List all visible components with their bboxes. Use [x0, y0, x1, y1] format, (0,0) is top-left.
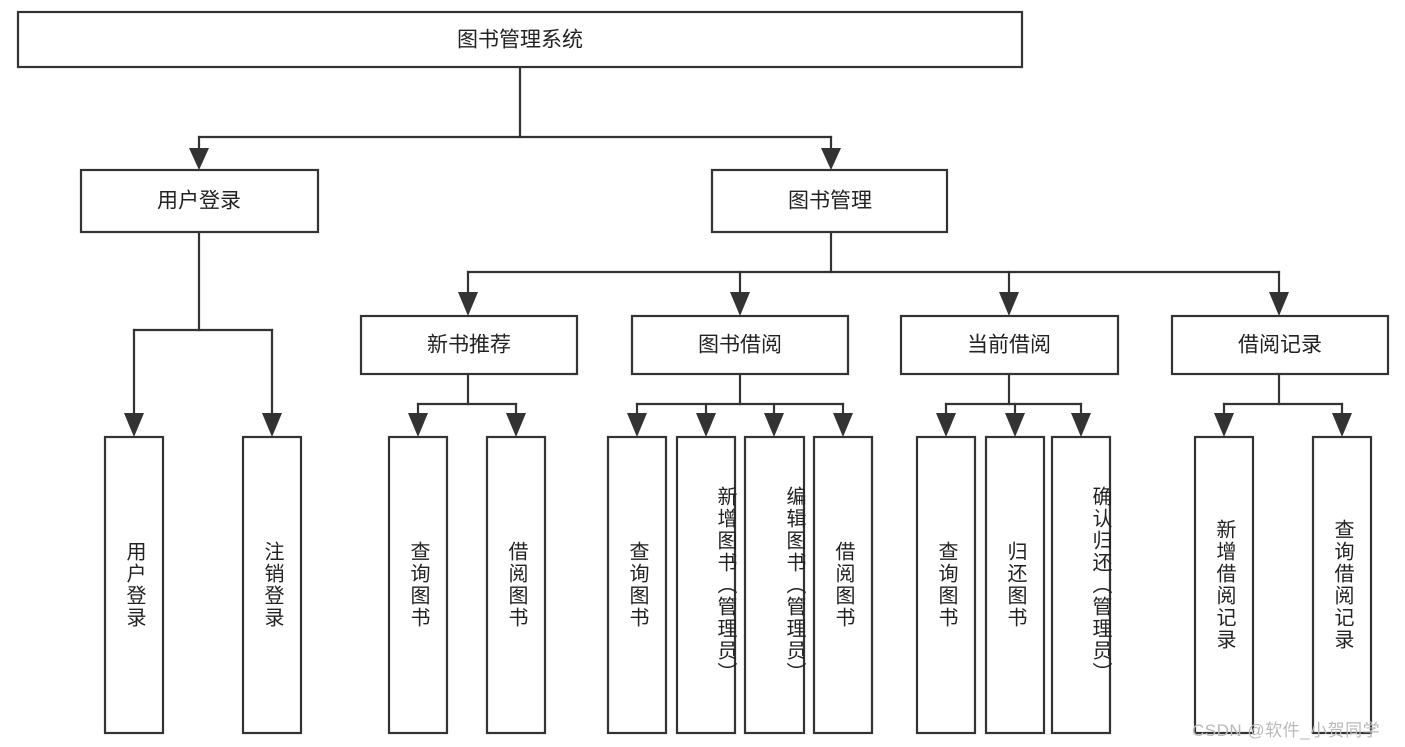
leaf-query-book-current-rect[interactable]: [915, 435, 977, 735]
leaf-borrow-book-rect[interactable]: [812, 435, 874, 735]
node-root-label: 图书管理系统: [457, 29, 583, 52]
node-user-login[interactable]: 用户登录: [79, 168, 320, 234]
leaf-query-book-recommend-rect[interactable]: [387, 435, 449, 735]
node-root[interactable]: 图书管理系统: [16, 10, 1024, 69]
node-book-management-label: 图书管理: [788, 190, 872, 213]
arrowhead-book-management: [821, 148, 841, 170]
node-new-book-recommend-rect[interactable]: [359, 314, 579, 376]
arrowhead-new-book-recommend: [458, 292, 478, 316]
node-borrow-record[interactable]: 借阅记录: [1170, 314, 1390, 376]
arrowhead-leaf-add-book: [696, 413, 716, 437]
connector-group-borrow-record: [1214, 372, 1352, 437]
arrowhead-leaf-return-book: [1005, 413, 1025, 437]
leaf-boxes: [103, 435, 1373, 735]
leaf-borrow-book-recommend-rect[interactable]: [485, 435, 547, 735]
arrowhead-leaf-borrow-book: [833, 413, 853, 437]
connector-group-new-book-recommend: [408, 372, 526, 437]
node-user-login-label: 用户登录: [157, 190, 241, 213]
node-user-login-rect[interactable]: [79, 168, 320, 234]
node-new-book-recommend-label: 新书推荐: [427, 334, 511, 357]
node-new-book-recommend[interactable]: 新书推荐: [359, 314, 579, 376]
node-borrow-record-rect[interactable]: [1170, 314, 1390, 376]
connector-group-current-borrow: [936, 372, 1091, 437]
leaf-edit-book-rect[interactable]: [743, 435, 806, 735]
csdn-watermark: CSDN @软件_小贺同学: [1192, 721, 1381, 740]
node-current-borrow[interactable]: 当前借阅: [899, 314, 1120, 376]
arrowhead-leaf-add-borrow-record: [1214, 413, 1234, 437]
connector-group-book-management: [458, 230, 1289, 316]
leaf-user-login-rect[interactable]: [103, 435, 165, 735]
node-root-rect[interactable]: [16, 10, 1024, 69]
arrowhead-leaf-confirm-return: [1071, 413, 1091, 437]
connector-group-root: [189, 65, 841, 170]
node-current-borrow-label: 当前借阅: [967, 334, 1051, 357]
arrowhead-leaf-query-borrow-record: [1332, 413, 1352, 437]
node-book-management-rect[interactable]: [710, 168, 949, 234]
arrowhead-leaf-borrow-book-recommend: [506, 413, 526, 437]
arrowhead-leaf-query-book-recommend: [408, 413, 428, 437]
arrowhead-leaf-edit-book: [764, 413, 784, 437]
leaf-confirm-return-rect[interactable]: [1050, 435, 1112, 735]
arrowhead-leaf-user-login: [124, 413, 144, 437]
arrowhead-book-borrow: [730, 292, 750, 316]
node-current-borrow-rect[interactable]: [899, 314, 1120, 376]
leaf-query-borrow-record-rect[interactable]: [1311, 435, 1373, 735]
leaf-logout-rect[interactable]: [241, 435, 303, 735]
arrowhead-leaf-query-book-borrow: [627, 413, 647, 437]
arrowhead-borrow-record: [1269, 292, 1289, 316]
leaf-query-book-borrow-rect[interactable]: [606, 435, 668, 735]
node-book-management[interactable]: 图书管理: [710, 168, 949, 234]
leaf-add-borrow-record-rect[interactable]: [1193, 435, 1255, 735]
arrowhead-leaf-query-book-current: [936, 413, 956, 437]
arrowhead-user-login: [189, 148, 209, 170]
arrowhead-leaf-logout: [262, 413, 282, 437]
node-book-borrow-rect[interactable]: [630, 314, 850, 376]
leaf-add-book-rect[interactable]: [675, 435, 737, 735]
connector-group-book-borrow: [627, 372, 853, 437]
node-borrow-record-label: 借阅记录: [1238, 334, 1322, 357]
node-book-borrow[interactable]: 图书借阅: [630, 314, 850, 376]
arrowhead-current-borrow: [999, 292, 1019, 316]
node-book-borrow-label: 图书借阅: [698, 334, 782, 357]
leaf-return-book-rect[interactable]: [984, 435, 1046, 735]
connector-group-user-login: [124, 230, 282, 437]
